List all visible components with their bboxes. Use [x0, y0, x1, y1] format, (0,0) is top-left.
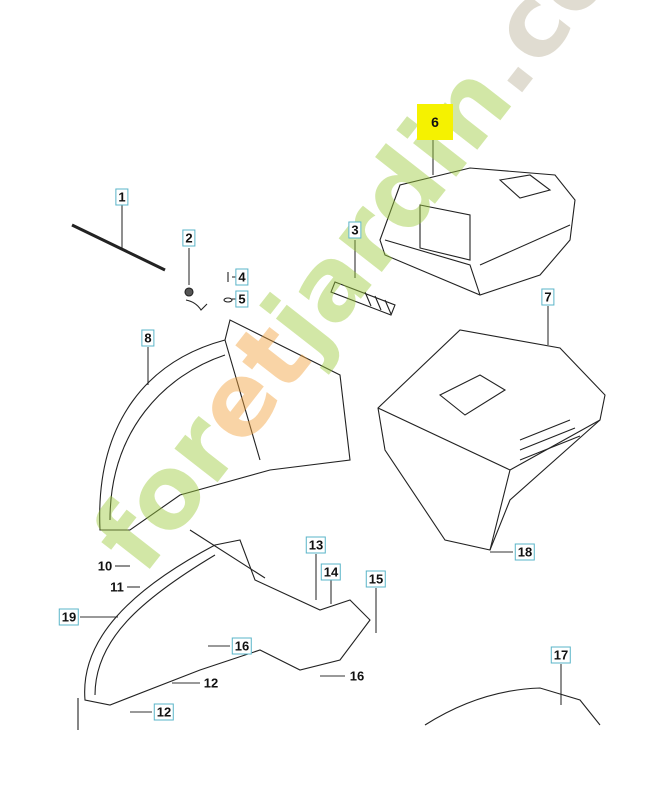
- part-cover: [379, 167, 576, 296]
- part-label-12-boxed[interactable]: 12: [153, 703, 175, 721]
- part-label-8[interactable]: 8: [141, 329, 155, 347]
- part-label-10[interactable]: 10: [97, 558, 113, 574]
- part-label-15[interactable]: 15: [365, 570, 387, 588]
- part-label-3[interactable]: 3: [348, 221, 362, 239]
- part-label-18[interactable]: 18: [514, 543, 536, 561]
- part-deflector: [99, 319, 351, 531]
- part-label-2[interactable]: 2: [182, 229, 196, 247]
- part-label-1[interactable]: 1: [115, 188, 129, 206]
- part-label-12[interactable]: 12: [203, 675, 219, 691]
- part-rod: [71, 223, 166, 272]
- leader-lines: [80, 140, 562, 713]
- part-label-16[interactable]: 16: [349, 668, 365, 684]
- part-spring: [184, 287, 208, 311]
- part-grass-bag: [377, 329, 606, 551]
- part-handle: [330, 281, 396, 316]
- part-label-13[interactable]: 13: [305, 536, 327, 554]
- part-label-5[interactable]: 5: [235, 290, 249, 308]
- part-label-19[interactable]: 19: [58, 608, 80, 626]
- part-label-6-highlighted[interactable]: 6: [417, 104, 453, 140]
- part-lower-deflector: [84, 529, 371, 706]
- part-label-11[interactable]: 11: [110, 579, 124, 595]
- part-housing: [424, 687, 601, 726]
- part-label-16-boxed[interactable]: 16: [231, 637, 253, 655]
- part-label-14[interactable]: 14: [320, 563, 342, 581]
- part-label-17[interactable]: 17: [550, 646, 572, 664]
- part-label-7[interactable]: 7: [541, 288, 555, 306]
- part-label-4[interactable]: 4: [235, 268, 249, 286]
